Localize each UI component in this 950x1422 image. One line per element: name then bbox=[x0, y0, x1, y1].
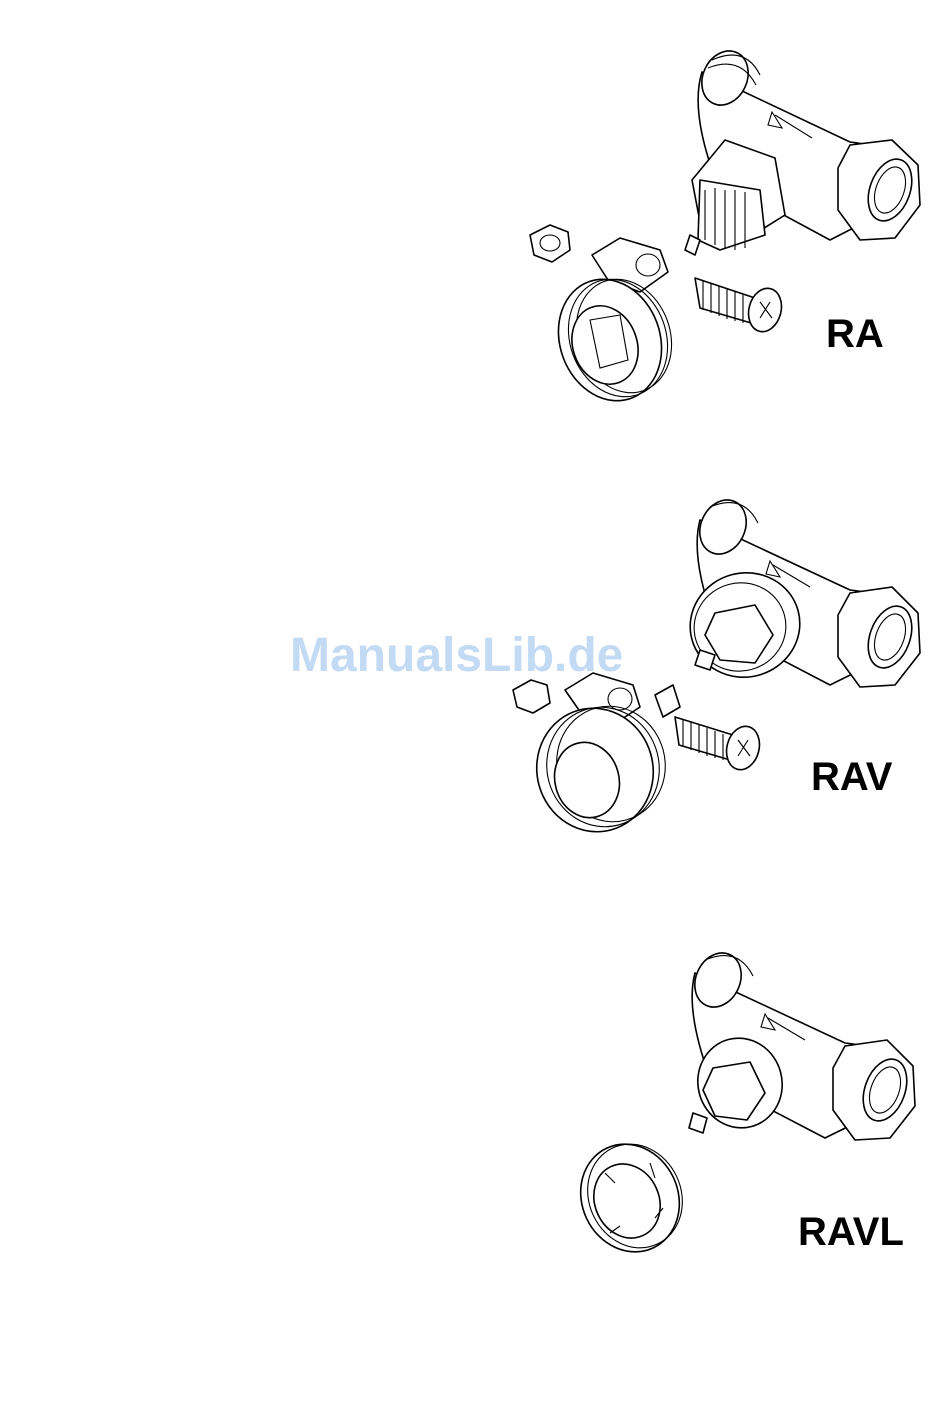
figure-label-ra: RA bbox=[826, 312, 884, 357]
watermark: ManualsLib.de bbox=[290, 628, 623, 683]
figure-label-ravl: RAVL bbox=[798, 1210, 904, 1255]
figure-ravl: RAVL bbox=[575, 938, 935, 1268]
figure-ra: RA bbox=[520, 40, 940, 400]
figure-label-rav: RAV bbox=[811, 755, 892, 800]
